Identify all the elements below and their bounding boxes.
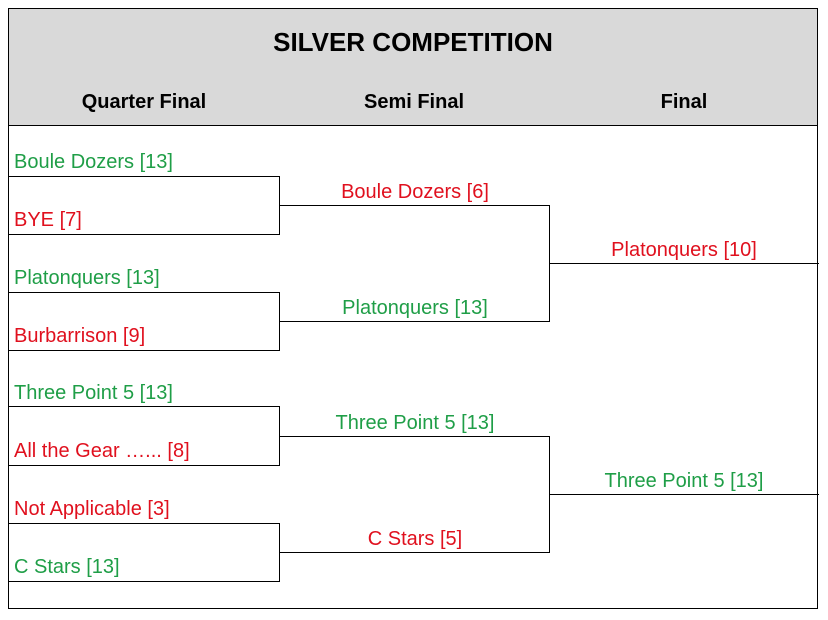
sf-team-1: Boule Dozers [6] (341, 181, 489, 203)
final-team-1: Platonquers [10] (611, 239, 757, 261)
final-line-1 (549, 263, 819, 264)
qf-team-2: BYE [7] (14, 209, 82, 231)
sf-team-2: Platonquers [13] (342, 297, 488, 319)
bracket-frame: SILVER COMPETITION Quarter Final Semi Fi… (8, 8, 819, 609)
sf-team-4: C Stars [5] (367, 528, 463, 550)
final-line-2 (549, 494, 819, 495)
qf-team-7: Not Applicable [3] (14, 498, 170, 520)
qf-connector-3 (279, 406, 280, 465)
header: SILVER COMPETITION Quarter Final Semi Fi… (9, 9, 817, 126)
page-title: SILVER COMPETITION (273, 27, 553, 57)
qf-line-7 (9, 523, 280, 524)
qf-team-4: Burbarrison [9] (14, 325, 146, 347)
qf-team-1: Boule Dozers [13] (14, 151, 173, 173)
qf-line-2 (9, 234, 280, 235)
column-header-quarter-final: Quarter Final (81, 91, 207, 113)
qf-team-5: Three Point 5 [13] (14, 382, 173, 404)
sf-line-3 (279, 436, 550, 437)
qf-line-5 (9, 406, 280, 407)
column-header-final: Final (660, 91, 708, 113)
qf-line-8 (9, 581, 280, 582)
sf-line-1 (279, 205, 550, 206)
qf-team-8: C Stars [13] (14, 556, 120, 578)
qf-line-3 (9, 292, 280, 293)
qf-line-1 (9, 176, 280, 177)
qf-team-3: Platonquers [13] (14, 267, 160, 289)
qf-line-6 (9, 465, 280, 466)
sf-line-2 (279, 321, 550, 322)
sf-team-3: Three Point 5 [13] (335, 412, 495, 434)
column-header-semi-final: Semi Final (363, 91, 465, 113)
qf-line-4 (9, 350, 280, 351)
sf-line-4 (279, 552, 550, 553)
final-team-2: Three Point 5 [13] (604, 470, 764, 492)
qf-team-6: All the Gear …... [8] (14, 440, 190, 462)
